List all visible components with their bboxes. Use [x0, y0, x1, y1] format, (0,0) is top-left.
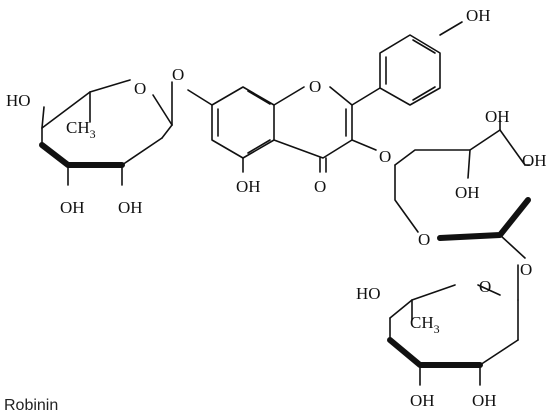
glycosidic-oxygen-7-label: O [172, 65, 184, 84]
carbonyl-oxygen-label: O [314, 177, 326, 196]
glycosidic-oxygen-6-label: O [520, 260, 532, 279]
b-ring-hydroxyl-label: OH [466, 6, 491, 25]
bottom-rhamnose-methyl-label: CH3 [410, 313, 440, 336]
left-rhamnose-oh-a-label: OH [60, 198, 85, 217]
chromone-ring-oxygen-label: O [309, 77, 321, 96]
bottom-rhamnose-ho-label: HO [356, 284, 381, 303]
compound-name-caption: Robinin [4, 397, 58, 414]
glucose-oh-top-label: OH [485, 107, 510, 126]
glycosidic-oxygen-3-label: O [379, 147, 391, 166]
hydroxyphenyl-ring [379, 21, 463, 106]
bottom-rhamnose-oh-a-label: OH [410, 391, 435, 410]
glucose-ring-oxygen-label: O [418, 230, 430, 249]
left-rhamnose-ho-label: HO [6, 91, 31, 110]
bottom-rhamnose-oh-b-label: OH [472, 391, 497, 410]
central-glucose-ring [394, 119, 531, 259]
chromone-core [187, 86, 381, 173]
glucose-oh-right-label: OH [522, 151, 547, 170]
bottom-rhamnose-ring [387, 264, 519, 386]
c5-hydroxyl-label: OH [236, 177, 261, 196]
left-rhamnose-ring [39, 79, 173, 186]
left-rhamnose-methyl-label: CH3 [66, 118, 96, 141]
atom-labels: OH O O O HO CH3 OH OH OH O O OH OH OH O … [6, 6, 547, 410]
left-rhamnose-oxygen-label: O [134, 79, 146, 98]
glucose-oh-center-label: OH [455, 183, 480, 202]
left-rhamnose-oh-b-label: OH [118, 198, 143, 217]
bottom-rhamnose-oxygen-label: O [479, 277, 491, 296]
